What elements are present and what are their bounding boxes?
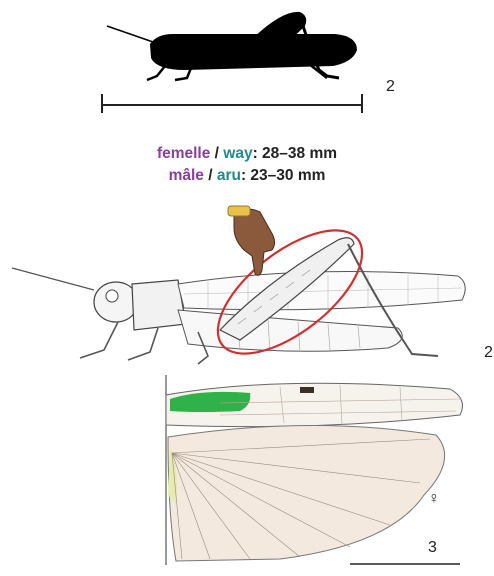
- scale-bar-top: [100, 92, 364, 114]
- separator: /: [210, 145, 223, 162]
- size-female: femelle / way: 28–38 mm: [0, 145, 494, 163]
- size-value-male: : 23–30 mm: [241, 167, 325, 184]
- figure-number-bottom: 3: [428, 539, 437, 557]
- female-symbol: ♀: [428, 490, 440, 508]
- separator: /: [204, 167, 217, 184]
- scale-bar-bottom: [350, 560, 460, 568]
- size-male: mâle / aru: 23–30 mm: [0, 167, 494, 185]
- grasshopper-drawing: [8, 200, 478, 372]
- figure-number-top: 2: [386, 78, 395, 96]
- grasshopper-silhouette: [95, 6, 365, 86]
- label-way: way: [223, 145, 252, 162]
- pointing-hand-icon: [228, 206, 275, 275]
- label-male: mâle: [169, 167, 204, 184]
- label-aru: aru: [217, 167, 241, 184]
- label-femelle: femelle: [157, 145, 210, 162]
- size-value-female: : 28–38 mm: [253, 145, 337, 162]
- wings-photo: [160, 375, 470, 565]
- figure-number-middle: 2: [484, 344, 493, 362]
